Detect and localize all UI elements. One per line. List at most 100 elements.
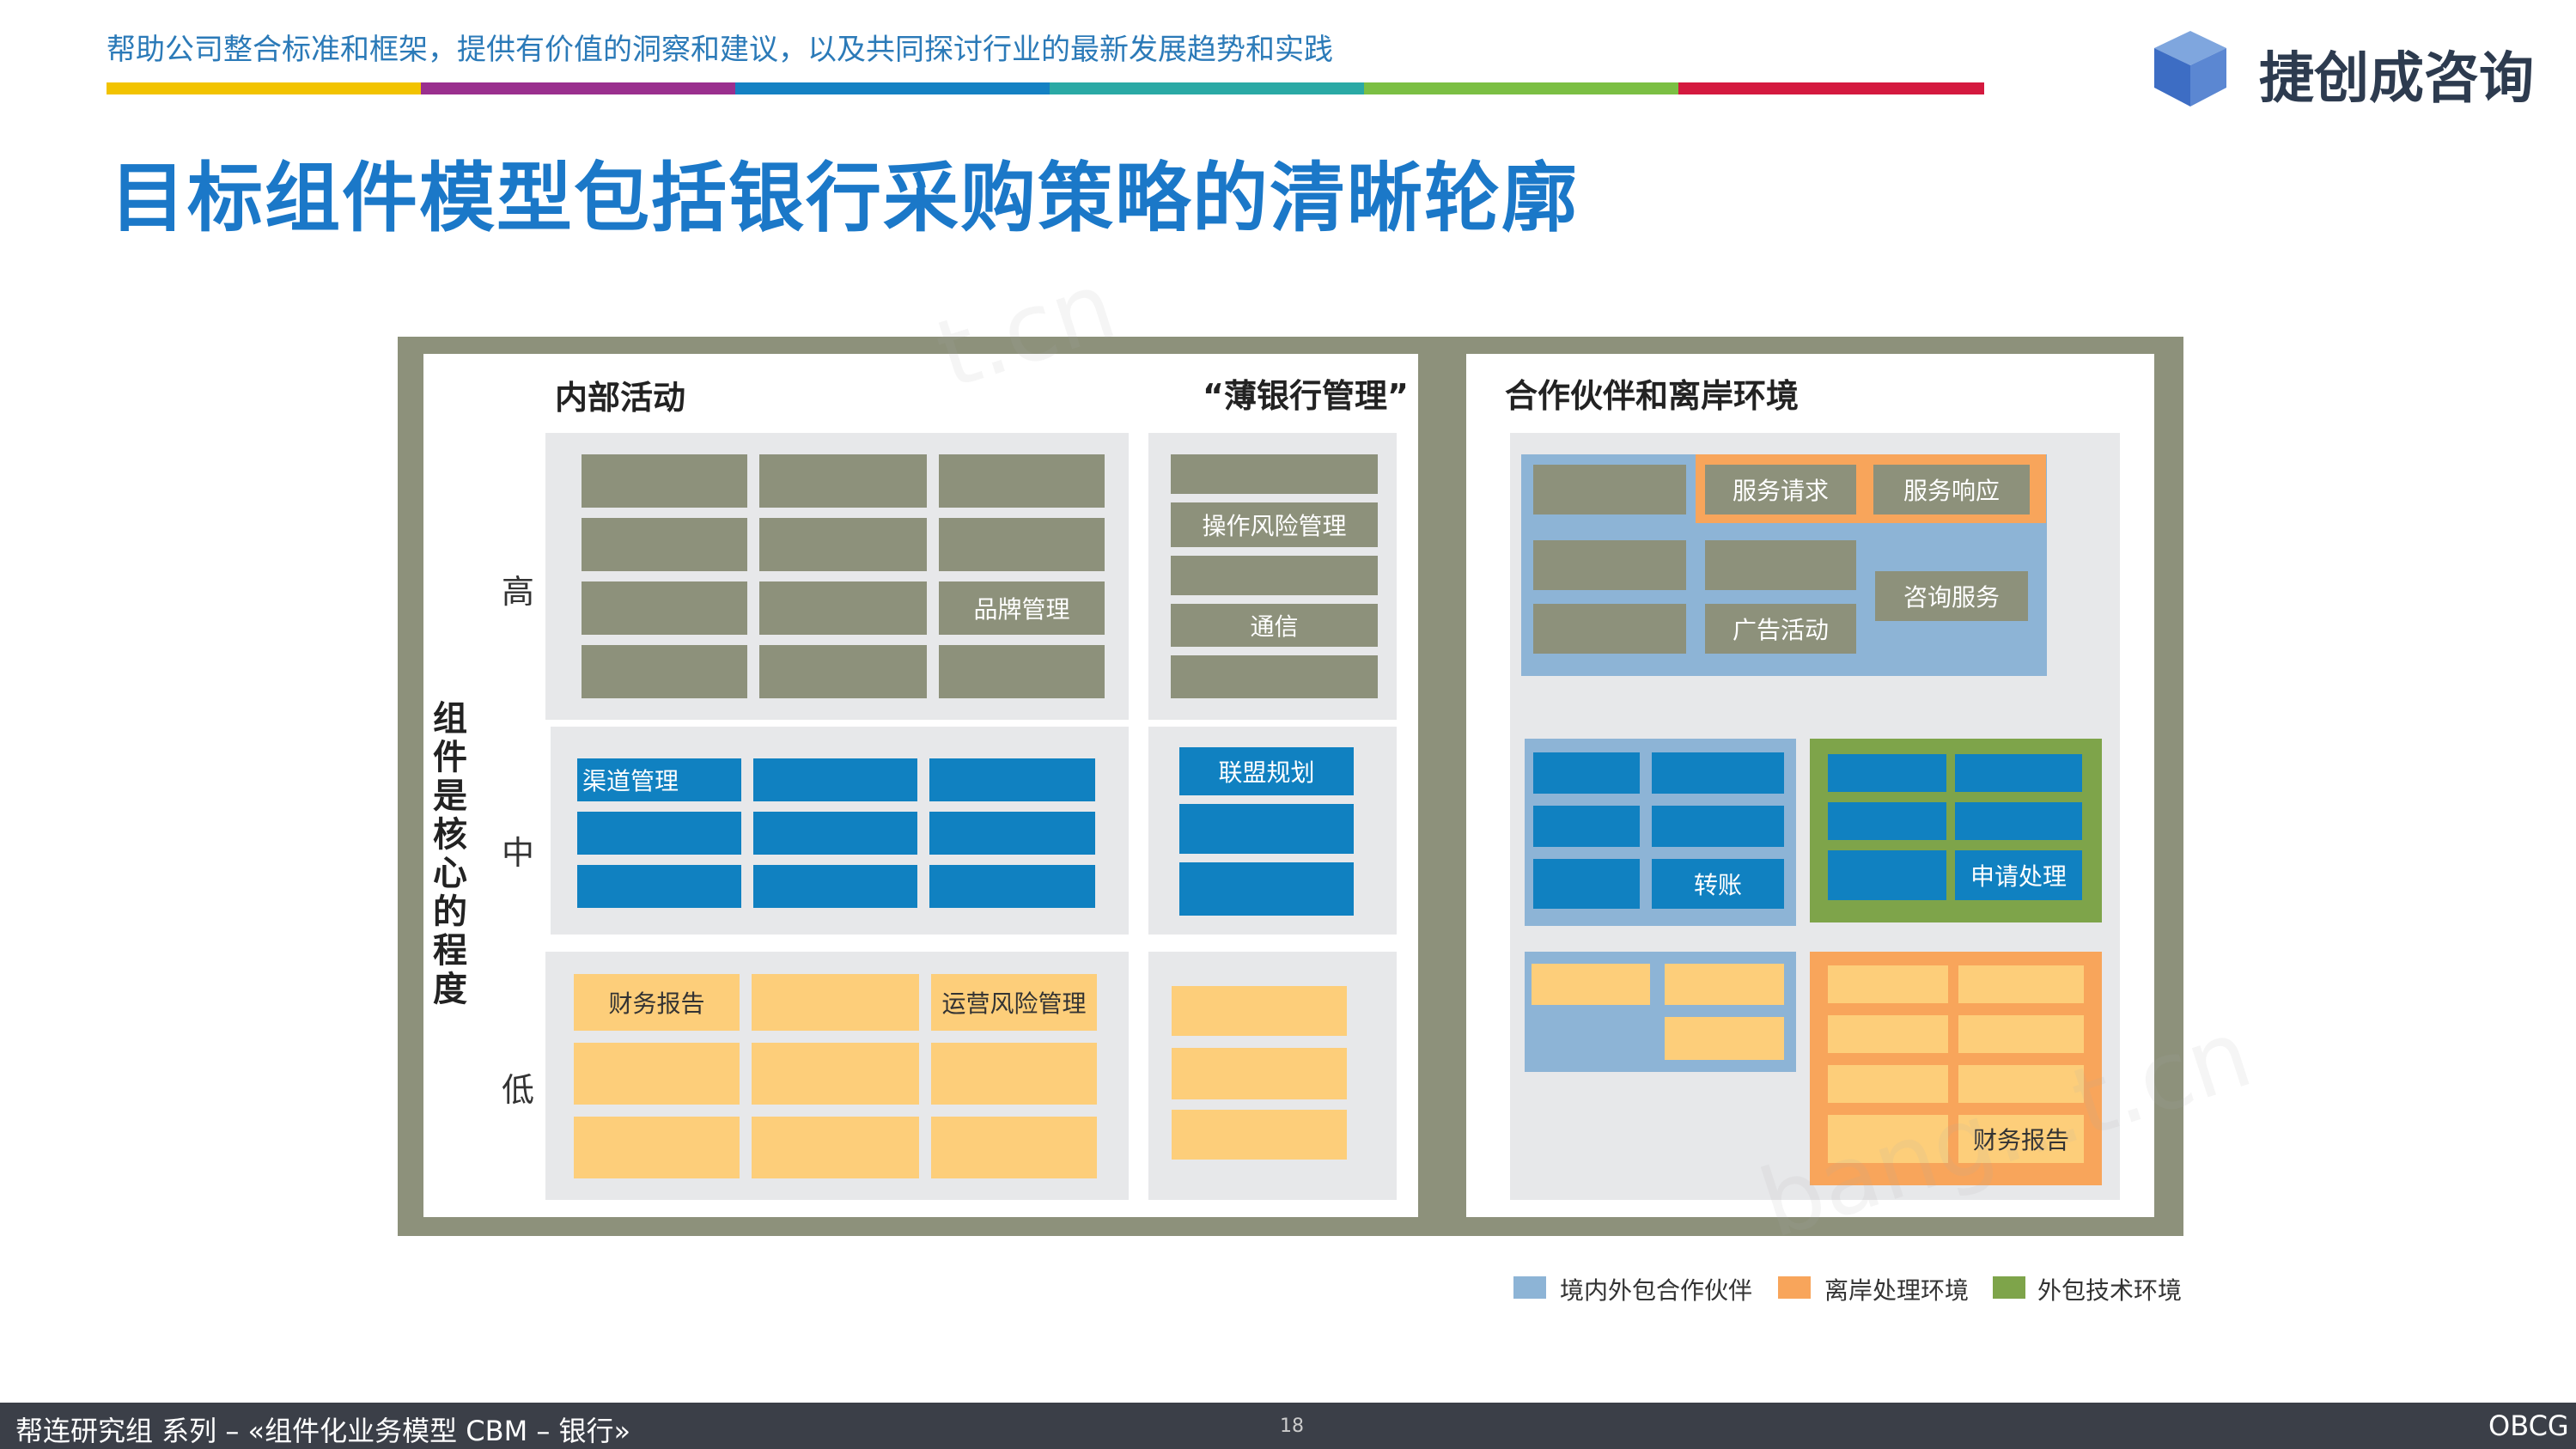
component-service-request: 服务请求 — [1705, 465, 1856, 514]
color-stripe-1 — [107, 82, 421, 94]
color-stripe-6 — [1678, 82, 1984, 94]
header-tagline: 帮助公司整合标准和框架，提供有价值的洞察和建议，以及共同探讨行业的最新发展趋势和… — [107, 33, 1333, 67]
grid-cell — [1172, 1110, 1347, 1160]
grid-cell — [1179, 804, 1354, 854]
component-label: 服务响应 — [1903, 477, 2000, 505]
grid-cell — [1171, 556, 1378, 595]
component-channel-management: 渠道管理 — [577, 758, 741, 801]
footer-bar — [0, 1403, 2576, 1449]
grid-cell — [1828, 754, 1946, 792]
grid-cell — [1828, 802, 1946, 840]
grid-cell — [753, 865, 917, 908]
level-low: 低 — [502, 1071, 535, 1109]
grid-cell — [939, 645, 1105, 698]
level-mid: 中 — [502, 834, 535, 872]
grid-cell — [929, 812, 1095, 855]
page-title: 目标组件模型包括银行采购策略的清晰轮廓 — [110, 154, 1580, 242]
grid-cell — [1828, 1115, 1948, 1163]
grid-cell — [752, 974, 919, 1031]
color-stripe-3 — [735, 82, 1050, 94]
component-label: 运营风险管理 — [941, 989, 1087, 1018]
component-label: 品牌管理 — [973, 595, 1070, 624]
grid-cell — [1828, 1015, 1948, 1053]
grid-cell — [1533, 465, 1686, 514]
grid-cell — [1705, 540, 1856, 590]
grid-cell — [1533, 604, 1686, 654]
legend-label-offshore: 离岸处理环境 — [1824, 1276, 1970, 1305]
color-stripe-5 — [1364, 82, 1678, 94]
grid-cell — [939, 454, 1105, 508]
grid-cell — [1172, 986, 1347, 1036]
component-label: 广告活动 — [1732, 616, 1829, 644]
grid-cell — [939, 518, 1105, 571]
component-label: 渠道管理 — [582, 767, 679, 795]
grid-cell — [1955, 802, 2082, 840]
component-communications: 通信 — [1171, 604, 1378, 647]
legend-swatch-domestic — [1513, 1276, 1546, 1299]
grid-cell — [1958, 1065, 2084, 1103]
grid-cell — [929, 758, 1095, 801]
grid-cell — [574, 1043, 740, 1105]
component-label: 转账 — [1693, 871, 1742, 899]
logo-text: 捷创成咨询 — [2259, 47, 2534, 111]
grid-cell — [577, 812, 741, 855]
grid-cell — [1958, 965, 2084, 1003]
component-label: 操作风险管理 — [1202, 512, 1347, 540]
core-degree-axis-label: 组件是核心的程度 — [433, 699, 467, 1009]
footer-series-title: 帮连研究组 系列 – «组件化业务模型 CBM – 银行» — [15, 1415, 631, 1447]
component-label: 咨询服务 — [1903, 583, 2000, 612]
grid-cell — [1665, 964, 1784, 1005]
legend-label-tech: 外包技术环境 — [2037, 1276, 2183, 1305]
grid-cell — [759, 454, 927, 508]
grid-cell — [577, 865, 741, 908]
component-financial-report: 财务报告 — [574, 974, 740, 1031]
grid-cell — [1171, 454, 1378, 494]
component-advertising: 广告活动 — [1705, 604, 1856, 654]
grid-cell — [759, 645, 927, 698]
grid-cell — [931, 1117, 1097, 1178]
grid-cell — [1828, 965, 1948, 1003]
grid-cell — [1828, 1065, 1948, 1103]
grid-cell — [1533, 859, 1640, 909]
grid-cell — [1532, 964, 1650, 1005]
component-label: 申请处理 — [1970, 862, 2067, 891]
grid-cell — [1955, 754, 2082, 792]
legend-swatch-tech — [1993, 1276, 2025, 1299]
component-operations-risk: 运营风险管理 — [931, 974, 1097, 1031]
grid-cell — [753, 758, 917, 801]
grid-cell — [1179, 862, 1354, 916]
grid-cell — [582, 518, 747, 571]
grid-cell — [1533, 806, 1640, 847]
grid-cell — [931, 1043, 1097, 1105]
grid-cell — [1172, 1048, 1347, 1099]
component-transfer: 转账 — [1652, 859, 1784, 909]
section-thin-bank: “薄银行管理” — [1203, 377, 1409, 415]
grid-cell — [752, 1043, 919, 1105]
grid-cell — [582, 581, 747, 635]
component-label: 服务请求 — [1732, 477, 1829, 505]
section-internal-activities: 内部活动 — [555, 379, 686, 417]
color-stripe-4 — [1050, 82, 1364, 94]
grid-cell — [753, 812, 917, 855]
level-high: 高 — [502, 573, 535, 611]
color-stripe-2 — [421, 82, 735, 94]
grid-cell — [1958, 1015, 2084, 1053]
grid-cell — [1533, 540, 1686, 590]
page-number: 18 — [1280, 1416, 1304, 1437]
legend-label-domestic: 境内外包合作伙伴 — [1560, 1276, 1753, 1305]
logo-cube-icon — [2154, 31, 2226, 107]
component-label: 联盟规划 — [1218, 758, 1315, 787]
footer-brand: OBCG — [2488, 1409, 2569, 1442]
grid-cell — [1828, 850, 1946, 900]
grid-cell — [582, 645, 747, 698]
component-service-response: 服务响应 — [1873, 465, 2030, 514]
component-operational-risk: 操作风险管理 — [1171, 502, 1378, 547]
grid-cell — [1652, 752, 1784, 794]
component-financial-report-offshore: 财务报告 — [1958, 1115, 2084, 1163]
component-application-processing: 申请处理 — [1955, 850, 2082, 900]
grid-cell — [1533, 752, 1640, 794]
grid-cell — [752, 1117, 919, 1178]
legend-swatch-offshore — [1778, 1276, 1811, 1299]
section-partner-offshore: 合作伙伴和离岸环境 — [1505, 377, 1800, 415]
component-label: 财务报告 — [608, 989, 705, 1018]
